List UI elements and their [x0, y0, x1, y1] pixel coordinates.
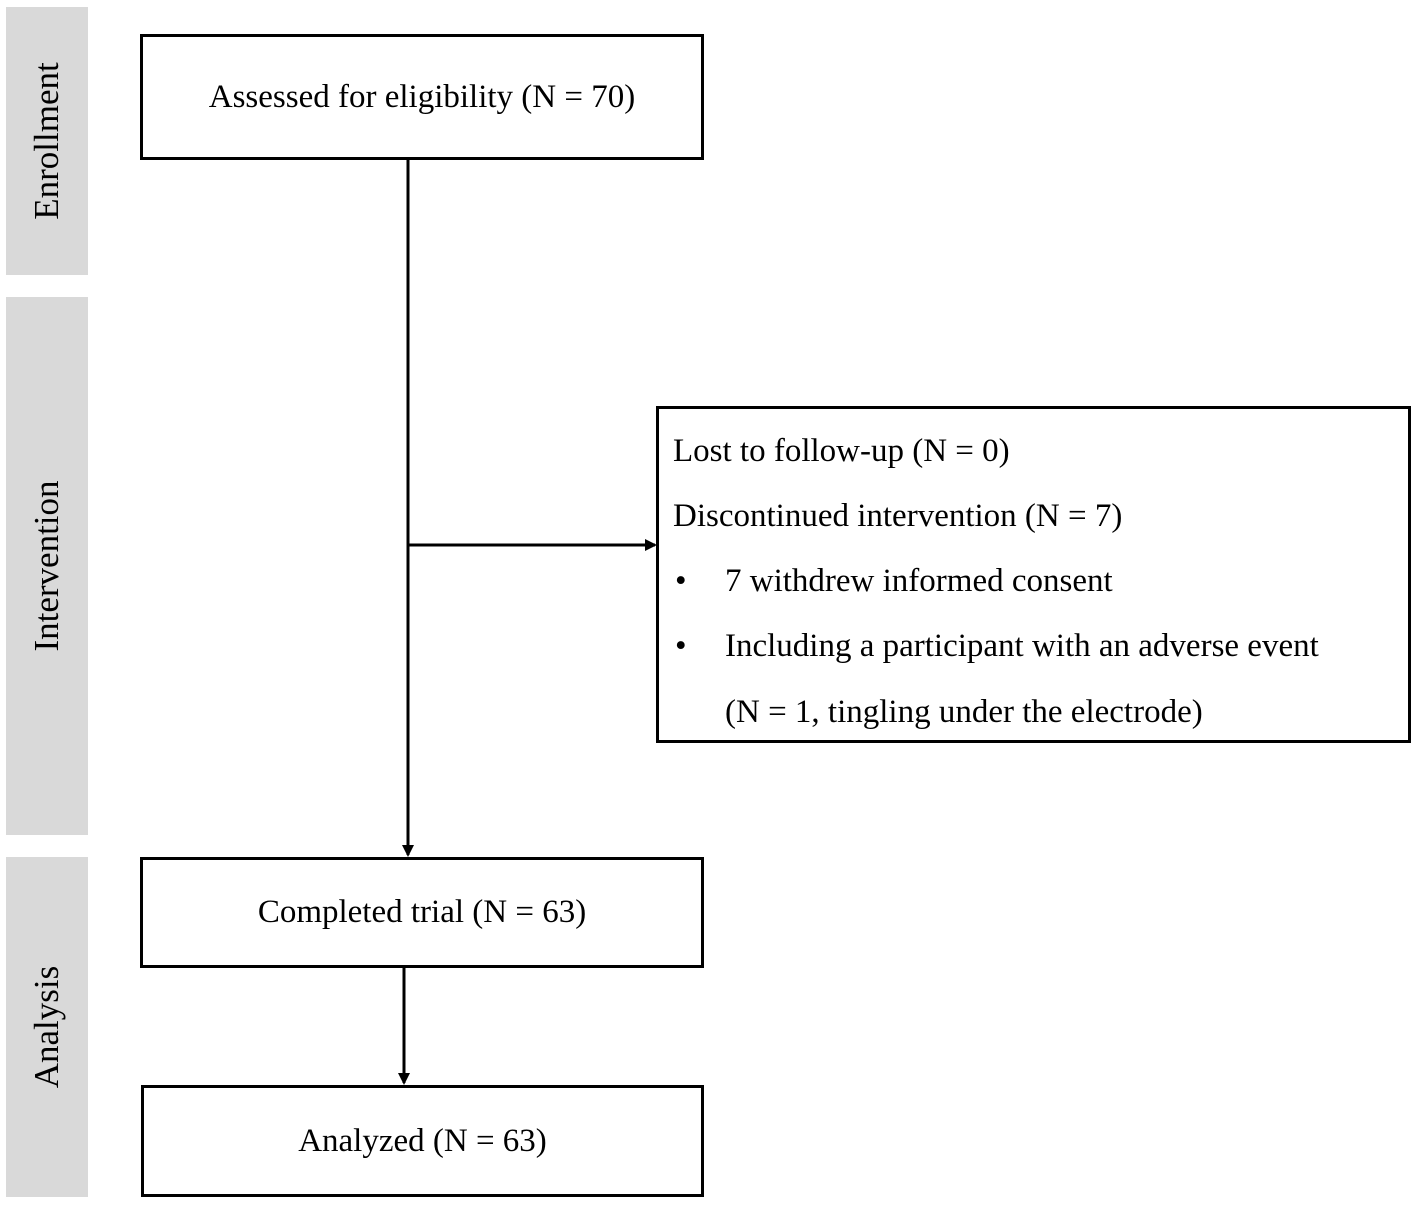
stage-bar-analysis: Analysis [6, 857, 88, 1197]
discontinued-text: Discontinued intervention (N = 7) [673, 498, 1123, 534]
bullet-marker: • [675, 628, 687, 664]
analyzed-text: Analyzed (N = 63) [298, 1122, 547, 1159]
exclusion-box: Lost to follow-up (N = 0) Discontinued i… [656, 406, 1411, 743]
analyzed-box: Analyzed (N = 63) [141, 1085, 704, 1197]
stage-bar-intervention: Intervention [6, 297, 88, 835]
assessed-text: Assessed for eligibility (N = 70) [208, 78, 636, 115]
stage-bar-enrollment: Enrollment [6, 7, 88, 275]
completed-text: Completed trial (N = 63) [257, 894, 587, 930]
adverse-event-text: Including a participant with an adverse … [725, 628, 1319, 664]
withdrew-consent-text: 7 withdrew informed consent [725, 563, 1113, 599]
adverse-event-detail-text: (N = 1, tingling under the electrode) [725, 694, 1203, 730]
assessed-box: Assessed for eligibility (N = 70) [140, 34, 704, 160]
lost-followup-text: Lost to follow-up (N = 0) [673, 433, 1010, 469]
completed-box: Completed trial (N = 63) [140, 857, 704, 968]
bullet-marker: • [675, 563, 687, 599]
